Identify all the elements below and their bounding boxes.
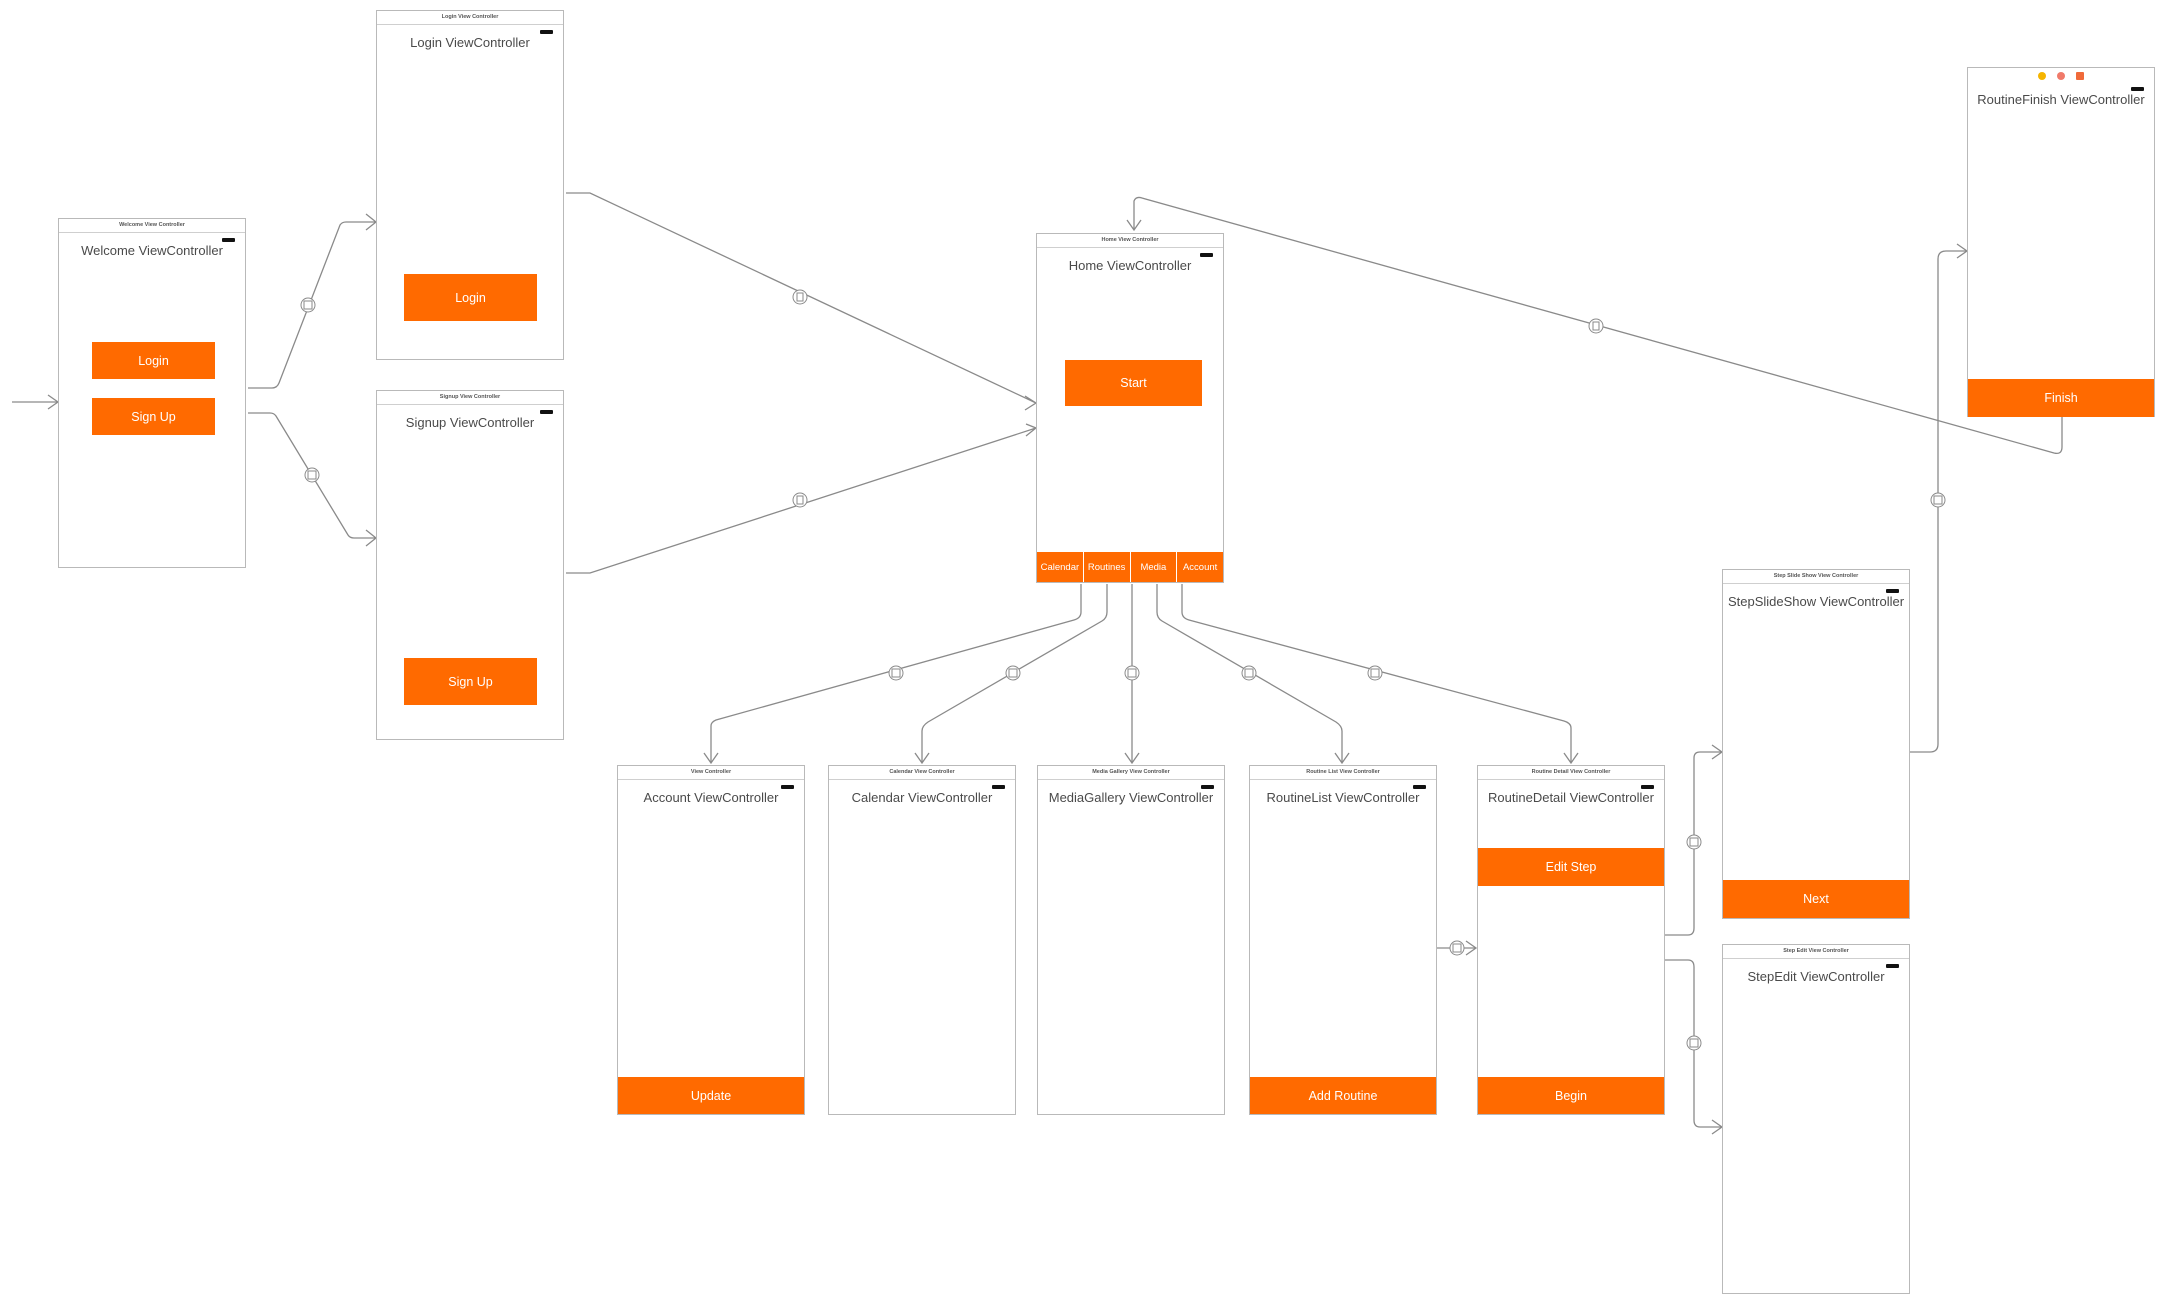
scene-step-edit: Step Edit View Controller StepEdit ViewC… — [1722, 944, 1910, 1294]
segue-badge-icon — [1588, 318, 1604, 334]
battery-icon — [222, 238, 235, 242]
segue-badge-icon — [1686, 834, 1702, 850]
battery-icon — [540, 30, 553, 34]
scene-header: Signup View Controller — [377, 391, 563, 405]
segue-badge-icon — [1686, 1035, 1702, 1051]
segue-badge-icon — [1449, 940, 1465, 956]
segue-badge-icon — [1124, 665, 1140, 681]
battery-icon — [992, 785, 1005, 789]
battery-icon — [781, 785, 794, 789]
scene-title: MediaGallery ViewController — [1048, 790, 1214, 805]
begin-button[interactable]: Begin — [1478, 1077, 1664, 1114]
segue-badge-icon — [1005, 665, 1021, 681]
scene-header: View Controller — [618, 766, 804, 780]
scene-dock-icons — [2038, 72, 2084, 80]
scene-header: Home View Controller — [1037, 234, 1223, 248]
start-button[interactable]: Start — [1065, 360, 1202, 406]
battery-icon — [2131, 87, 2144, 91]
scene-title: Welcome ViewController — [81, 243, 223, 258]
scene-header: Routine List View Controller — [1250, 766, 1436, 780]
scene-title: Home ViewController — [1068, 258, 1192, 273]
scene-header: Step Slide Show View Controller — [1723, 570, 1909, 584]
signup-button[interactable]: Sign Up — [404, 658, 537, 705]
scene-header: Routine Detail View Controller — [1478, 766, 1664, 780]
segue-badge-icon — [888, 665, 904, 681]
scene-header: Step Edit View Controller — [1723, 945, 1909, 959]
scene-title: Account ViewController — [643, 790, 779, 805]
scene-routine-finish: RoutineFinish ViewController Finish — [1967, 67, 2155, 417]
tab-account[interactable]: Account — [1176, 552, 1223, 582]
scene-account: View Controller Account ViewController U… — [617, 765, 805, 1115]
update-button[interactable]: Update — [618, 1077, 804, 1114]
tab-calendar[interactable]: Calendar — [1037, 552, 1083, 582]
exit-icon — [2076, 72, 2084, 80]
scene-header: Welcome View Controller — [59, 219, 245, 233]
next-button[interactable]: Next — [1723, 880, 1909, 918]
finish-button[interactable]: Finish — [1968, 379, 2154, 417]
scene-title: Calendar ViewController — [851, 790, 993, 805]
scene-title: RoutineFinish ViewController — [1977, 92, 2145, 107]
login-button[interactable]: Login — [92, 342, 215, 379]
scene-title: StepSlideShow ViewController — [1727, 594, 1905, 609]
scene-title: RoutineDetail ViewController — [1488, 790, 1654, 805]
battery-icon — [1886, 589, 1899, 593]
scene-calendar: Calendar View Controller Calendar ViewCo… — [828, 765, 1016, 1115]
tab-bar: Calendar Routines Media Account — [1037, 552, 1223, 582]
scene-header: Login View Controller — [377, 11, 563, 25]
view-controller-icon — [2057, 72, 2065, 80]
segue-badge-icon — [1930, 492, 1946, 508]
segue-badge-icon — [1241, 665, 1257, 681]
scene-title: Login ViewController — [410, 35, 530, 50]
signup-button[interactable]: Sign Up — [92, 398, 215, 435]
first-responder-icon — [2038, 72, 2046, 80]
initial-entry-arrow — [12, 394, 60, 410]
scene-title: StepEdit ViewController — [1747, 969, 1885, 984]
segue-badge-icon — [304, 467, 320, 483]
scene-home: Home View Controller Home ViewController… — [1036, 233, 1224, 583]
scene-routine-list: Routine List View Controller RoutineList… — [1249, 765, 1437, 1115]
scene-welcome: Welcome View Controller Welcome ViewCont… — [58, 218, 246, 568]
scene-signup: Signup View Controller Signup ViewContro… — [376, 390, 564, 740]
battery-icon — [1641, 785, 1654, 789]
login-button[interactable]: Login — [404, 274, 537, 321]
segue-badge-icon — [792, 492, 808, 508]
add-routine-button[interactable]: Add Routine — [1250, 1077, 1436, 1114]
battery-icon — [1413, 785, 1426, 789]
scene-header: Calendar View Controller — [829, 766, 1015, 780]
battery-icon — [540, 410, 553, 414]
battery-icon — [1886, 964, 1899, 968]
segue-badge-icon — [792, 289, 808, 305]
tab-media[interactable]: Media — [1129, 552, 1177, 582]
segue-badge-icon — [300, 297, 316, 313]
scene-login: Login View Controller Login ViewControll… — [376, 10, 564, 360]
scene-title: RoutineList ViewController — [1266, 790, 1420, 805]
battery-icon — [1200, 253, 1213, 257]
scene-title: Signup ViewController — [405, 415, 535, 430]
scene-routine-detail: Routine Detail View Controller RoutineDe… — [1477, 765, 1665, 1115]
segue-badge-icon — [1367, 665, 1383, 681]
edit-step-button[interactable]: Edit Step — [1478, 848, 1664, 886]
battery-icon — [1201, 785, 1214, 789]
tab-routines[interactable]: Routines — [1082, 552, 1130, 582]
scene-header: Media Gallery View Controller — [1038, 766, 1224, 780]
scene-media-gallery: Media Gallery View Controller MediaGalle… — [1037, 765, 1225, 1115]
scene-step-slideshow: Step Slide Show View Controller StepSlid… — [1722, 569, 1910, 919]
